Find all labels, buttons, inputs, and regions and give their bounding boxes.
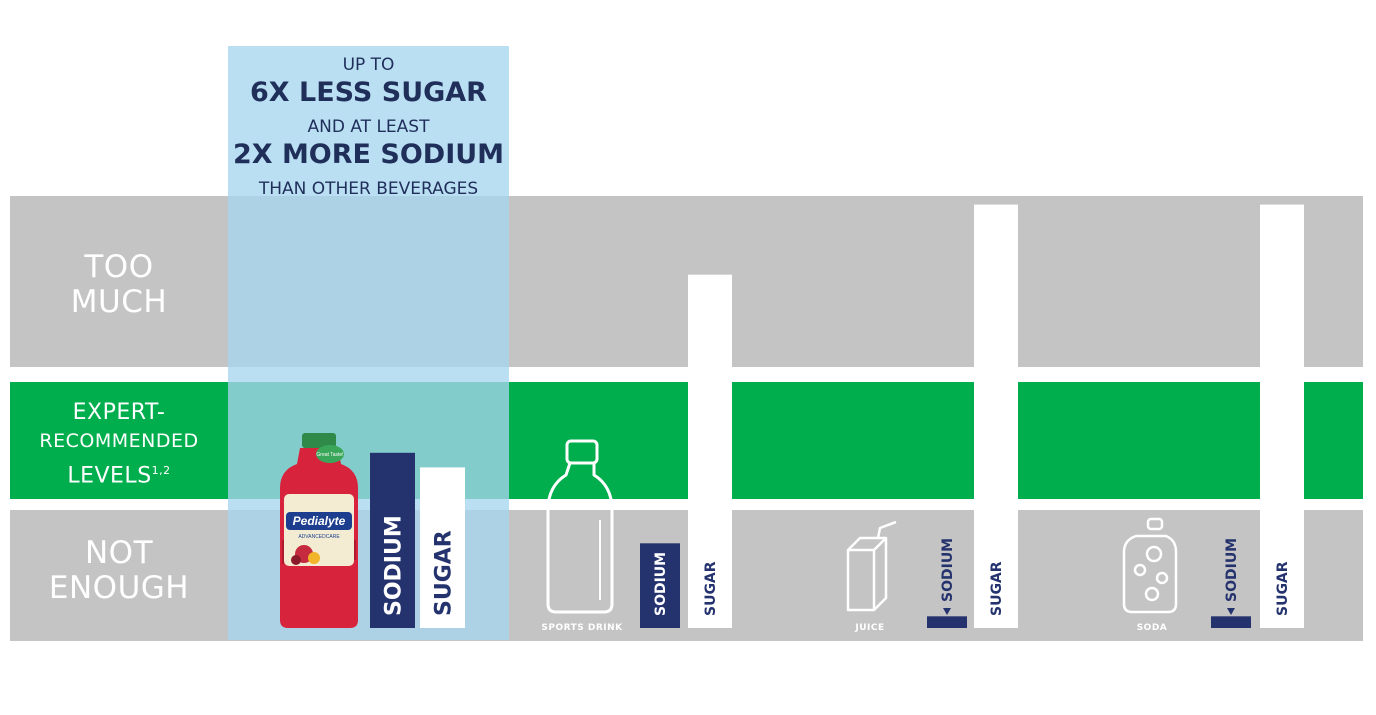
sodium-bar [370, 452, 415, 628]
sodium-bar-label: SODIUM [653, 552, 669, 616]
category-label: JUICE [854, 623, 884, 633]
not-enough-label: NOT ENOUGH [48, 535, 190, 606]
pedialyte-bottle-image: Pedialyte ADVANCEDCARE Great Taste! [278, 430, 360, 630]
sodium-bar [927, 616, 967, 628]
sugar-bar [420, 467, 465, 628]
soda-can-icon [1122, 517, 1178, 614]
sodium-bar-label: SODIUM [940, 538, 956, 602]
footnote-ref: 1,2 [151, 464, 171, 477]
sugar-bar-label: SUGAR [1275, 561, 1291, 616]
bottle-icon [546, 439, 614, 614]
sodium-bar-label: SODIUM [1224, 538, 1240, 602]
sugar-bar-label: SUGAR [703, 561, 719, 616]
svg-text:ADVANCEDCARE: ADVANCEDCARE [298, 534, 340, 540]
headline-line-3: AND AT LEAST [307, 117, 430, 137]
svg-text:Great Taste!: Great Taste! [316, 452, 343, 458]
sugar-bar-label: SUGAR [989, 561, 1005, 616]
svg-text:Pedialyte: Pedialyte [293, 514, 346, 528]
headline-line-1: UP TO [342, 55, 395, 75]
headline-more-sodium: 2X MORE SODIUM [232, 139, 505, 170]
sugar-bar [974, 204, 1018, 628]
expert-recommended-label: EXPERT- RECOMMENDED LEVELS1,2 [39, 400, 199, 489]
sodium-bar [640, 543, 680, 628]
sodium-bar [1211, 616, 1251, 628]
sugar-bar-label: SUGAR [431, 530, 456, 616]
juice-box-icon [846, 520, 897, 612]
headline-less-sugar: 6X LESS SUGAR [250, 77, 487, 108]
sodium-bar-label: SODIUM [381, 515, 406, 616]
category-label: SODA [1137, 623, 1168, 633]
too-much-label: TOO MUCH [70, 249, 168, 320]
headline-line-5: THAN OTHER BEVERAGES [258, 179, 479, 199]
category-label: SPORTS DRINK [541, 623, 623, 633]
sugar-bar [1260, 204, 1304, 628]
sodium-low-marker [943, 608, 951, 615]
headline: UP TO 6X LESS SUGAR AND AT LEAST 2X MORE… [228, 54, 509, 200]
sodium-low-marker [1227, 608, 1235, 615]
sugar-bar [688, 274, 732, 628]
